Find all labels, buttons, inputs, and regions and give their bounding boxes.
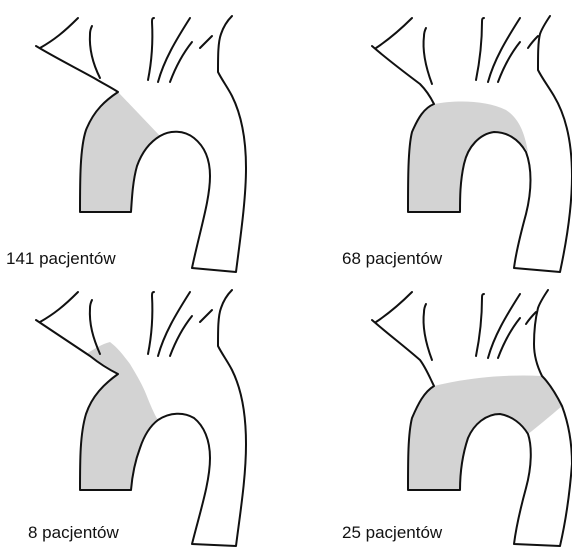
patient-count-label-2: 68 pacjentów	[342, 250, 442, 267]
aorta-diagram-panel-1: 141 pacjentów	[0, 0, 286, 274]
shaded-region-3	[80, 342, 158, 490]
shaded-region-4	[408, 375, 562, 490]
aorta-diagram-1	[0, 0, 286, 274]
aorta-diagram-2	[336, 0, 572, 274]
aorta-diagram-panel-3: 8 pacjentów	[0, 274, 286, 548]
aorta-diagram-panel-2: 68 pacjentów	[336, 0, 572, 274]
shaded-region-2	[408, 102, 528, 212]
patient-count-label-1: 141 pacjentów	[6, 250, 116, 267]
patient-count-label-3: 8 pacjentów	[28, 524, 119, 541]
aorta-diagram-panel-4: 25 pacjentów	[336, 274, 572, 548]
aorta-diagram-3	[0, 274, 286, 548]
patient-count-label-4: 25 pacjentów	[342, 524, 442, 541]
aorta-diagram-4	[336, 274, 572, 548]
shaded-region-1	[80, 92, 160, 212]
